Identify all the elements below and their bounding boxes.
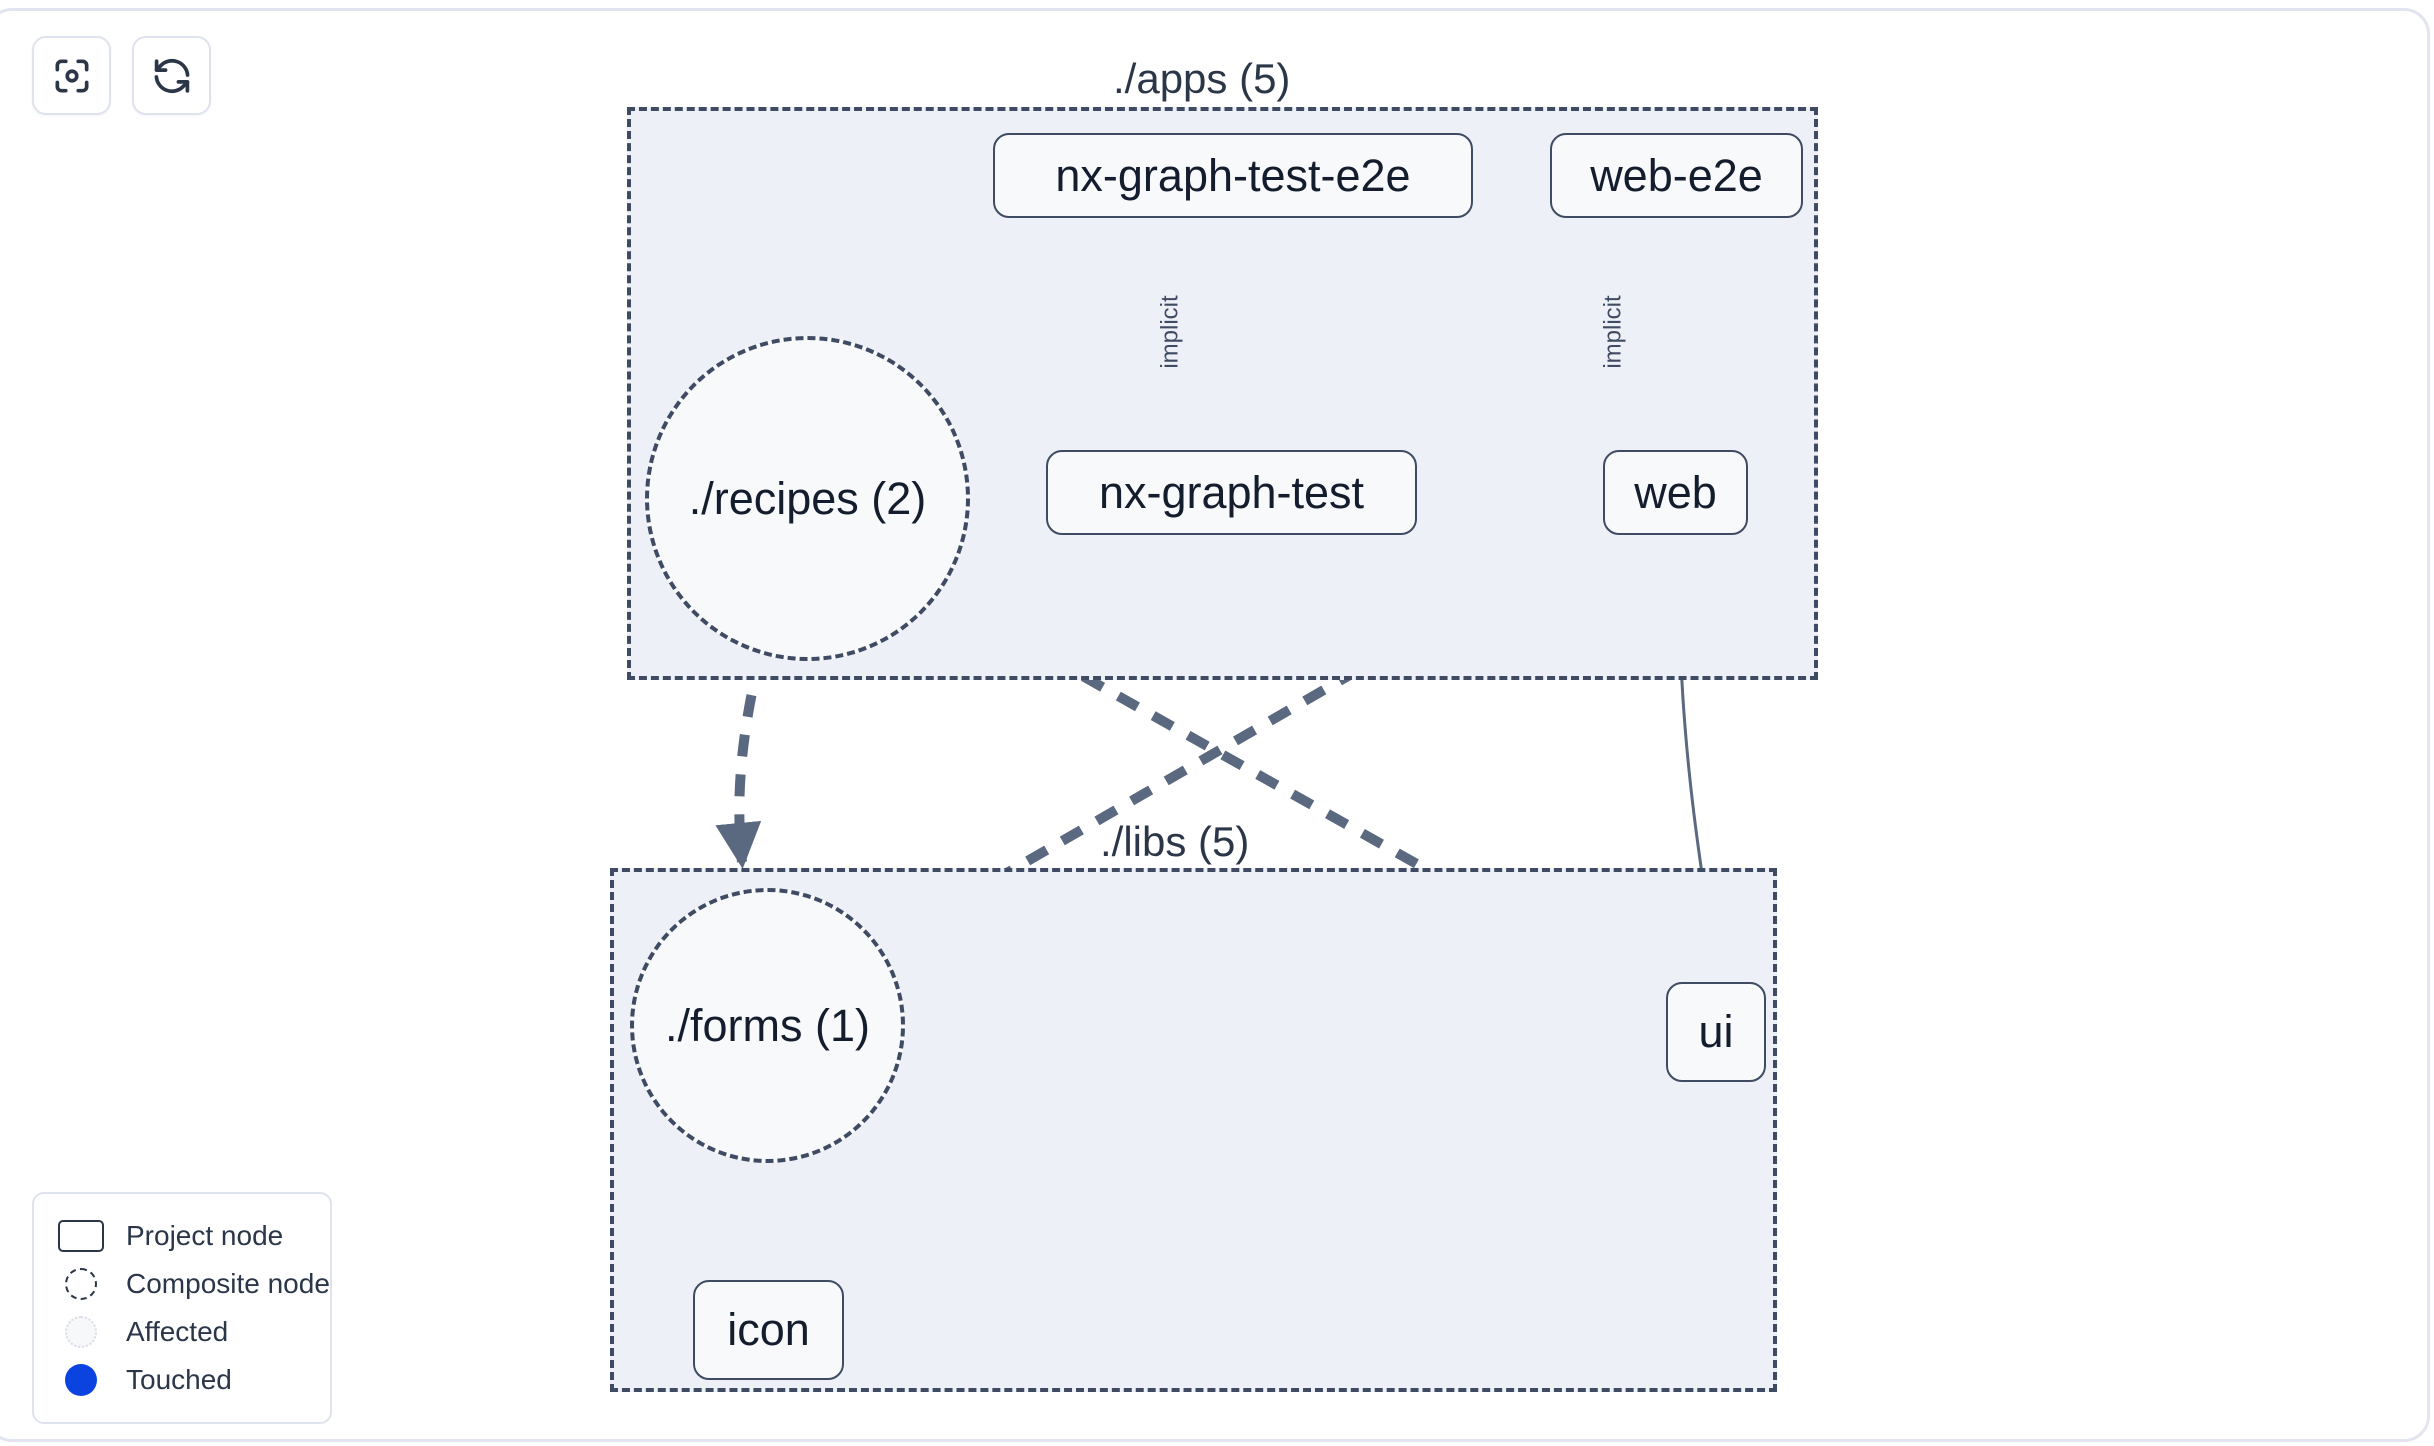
focus-target-icon	[50, 54, 94, 98]
legend-item-affected: Affected	[58, 1308, 310, 1356]
touched-node-swatch-icon	[58, 1363, 104, 1397]
affected-node-swatch-icon	[58, 1315, 104, 1349]
refresh-icon	[150, 54, 194, 98]
refresh-graph-button[interactable]	[132, 36, 211, 115]
legend-item-project: Project node	[58, 1212, 310, 1260]
group-label-apps: ./apps (5)	[1113, 55, 1291, 102]
node-nx-graph-test-e2e[interactable]: nx-graph-test-e2e	[993, 133, 1473, 218]
node-web-e2e[interactable]: web-e2e	[1550, 133, 1803, 218]
edge-label-implicit-2: implicit	[1599, 295, 1627, 369]
node-web[interactable]: web	[1603, 450, 1748, 535]
composite-node-swatch-icon	[58, 1267, 104, 1301]
node-ui[interactable]: ui	[1666, 982, 1766, 1082]
edge-recipes-to-forms	[715, 654, 765, 869]
graph-toolbar	[32, 36, 211, 115]
legend-item-touched: Touched	[58, 1356, 310, 1404]
legend-label-touched: Touched	[126, 1364, 232, 1395]
node-recipes[interactable]: ./recipes (2)	[645, 336, 970, 661]
edge-label-implicit-1: implicit	[1156, 295, 1184, 369]
group-label-libs: ./libs (5)	[1100, 818, 1250, 865]
legend-label-project: Project node	[126, 1220, 284, 1251]
project-node-swatch-icon	[58, 1219, 104, 1253]
graph-legend: Project node Composite node Affected Tou…	[32, 1192, 332, 1424]
node-icon[interactable]: icon	[693, 1280, 844, 1380]
legend-label-affected: Affected	[126, 1316, 229, 1347]
focus-graph-button[interactable]	[32, 36, 111, 115]
legend-label-composite: Composite node	[126, 1268, 330, 1299]
node-forms[interactable]: ./forms (1)	[630, 888, 905, 1163]
legend-item-composite: Composite node	[58, 1260, 330, 1308]
node-nx-graph-test[interactable]: nx-graph-test	[1046, 450, 1417, 535]
